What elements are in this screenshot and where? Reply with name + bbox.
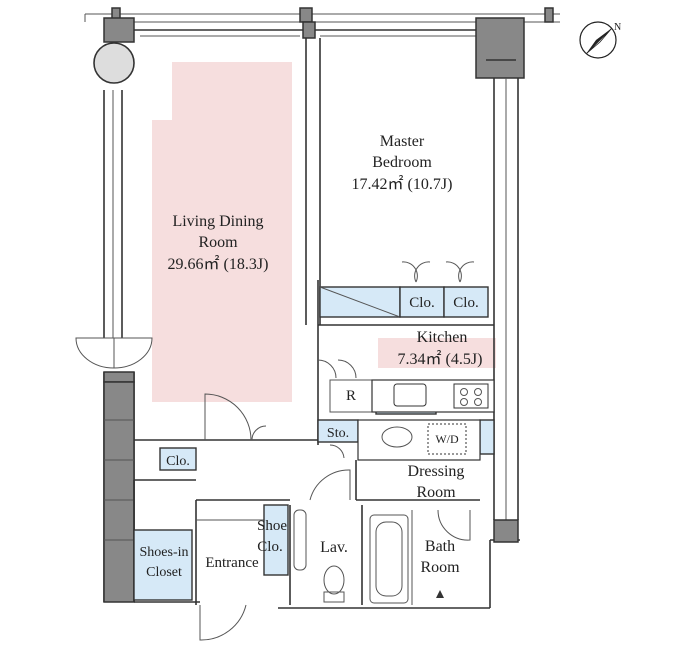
dressing-name-1: Dressing xyxy=(408,463,465,480)
master-name-1: Master xyxy=(380,133,425,150)
kitchen-name: Kitchen xyxy=(417,329,468,346)
refrigerator-label: R xyxy=(346,388,356,404)
bath-name-2: Room xyxy=(420,559,460,576)
balcony-top xyxy=(84,7,560,23)
interior-doors xyxy=(199,261,475,641)
compass-north-label: N xyxy=(614,22,621,33)
shoes-in-name-2: Closet xyxy=(146,565,182,580)
interior-walls xyxy=(133,280,494,605)
clo-label-2: Clo. xyxy=(453,295,478,311)
compass: N xyxy=(579,21,621,59)
living-name-2: Room xyxy=(198,234,238,251)
master-area: 17.42㎡ (10.7J) xyxy=(352,175,453,193)
bath-fixtures xyxy=(369,510,444,605)
storage-label: Sto. xyxy=(327,426,349,441)
lav-name: Lav. xyxy=(320,539,348,556)
washer-dryer-label: W/D xyxy=(435,432,459,446)
kitchen-area: 7.34㎡ (4.5J) xyxy=(398,350,483,368)
clo-label-1: Clo. xyxy=(409,295,434,311)
dressing-fixtures xyxy=(357,419,481,461)
master-name-2: Bedroom xyxy=(372,154,432,171)
living-highlight xyxy=(152,62,292,402)
room-labels: Living Dining Room 29.66㎡ (18.3J) Master… xyxy=(140,133,483,580)
entrance-name: Entrance xyxy=(205,555,259,571)
shoes-in-name-1: Shoes-in xyxy=(140,545,189,560)
balcony-door xyxy=(75,337,153,369)
dressing-name-2: Room xyxy=(416,484,456,501)
shoe-clo-name-2: Clo. xyxy=(257,539,282,555)
living-name-1: Living Dining xyxy=(172,213,263,230)
clo-label-3: Clo. xyxy=(166,454,190,469)
bath-name-1: Bath xyxy=(425,538,455,555)
outer-walls xyxy=(93,17,525,609)
kitchen-highlight xyxy=(378,338,496,368)
living-area: 29.66㎡ (18.3J) xyxy=(168,255,269,273)
shoe-clo-name-1: Shoe xyxy=(257,518,287,534)
lav-fixtures xyxy=(293,509,345,603)
kitchen-fixtures xyxy=(329,379,495,413)
